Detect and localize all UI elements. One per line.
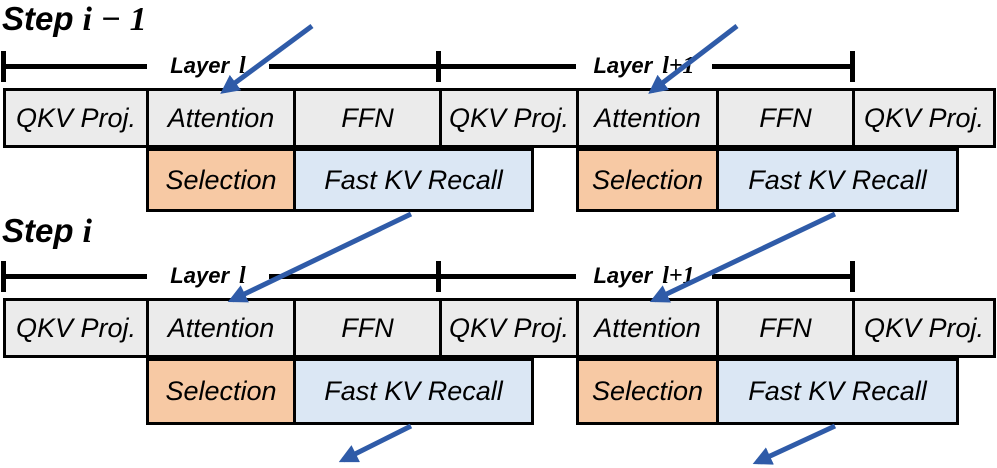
layer-label-index: l (239, 52, 246, 79)
layer-label-l1: Layer l+1 (576, 50, 712, 82)
block-qkv-proj: QKV Proj. (852, 88, 996, 148)
block-ffn: FFN (716, 298, 855, 358)
block-selection: Selection (576, 358, 719, 425)
block-selection: Selection (146, 148, 296, 212)
block-fast-kv-recall: Fast KV Recall (293, 148, 534, 212)
layer-label-word: Layer (593, 53, 653, 78)
layer-label-index: l+1 (662, 52, 695, 79)
block-qkv-proj: QKV Proj. (3, 298, 149, 358)
step-heading-index: i (82, 213, 92, 250)
block-selection: Selection (576, 148, 719, 212)
layer-label-word: Layer (170, 263, 230, 288)
step-heading-word: Step (2, 0, 74, 37)
step-heading-index: i − 1 (82, 1, 147, 38)
block-fast-kv-recall: Fast KV Recall (716, 358, 959, 425)
bracket-tick-mid (436, 51, 441, 82)
bracket-tick-left (1, 51, 6, 82)
bracket-tick-right (850, 261, 855, 292)
layer-label-index: l (239, 262, 246, 289)
block-qkv-proj: QKV Proj. (439, 298, 579, 358)
block-ffn: FFN (293, 88, 442, 148)
block-fast-kv-recall: Fast KV Recall (716, 148, 959, 212)
block-qkv-proj: QKV Proj. (3, 88, 149, 148)
bracket-tick-mid (436, 261, 441, 292)
block-attention: Attention (146, 298, 296, 358)
block-attention: Attention (576, 88, 719, 148)
block-ffn: FFN (716, 88, 855, 148)
block-ffn: FFN (293, 298, 442, 358)
block-selection: Selection (146, 358, 296, 425)
block-attention: Attention (576, 298, 719, 358)
outgoing-recall-arrow-layer-l1 (752, 423, 837, 465)
bracket-tick-left (1, 261, 6, 292)
block-qkv-proj: QKV Proj. (852, 298, 996, 358)
layer-label-l1: Layer l+1 (576, 260, 712, 292)
layer-bracket-line (6, 274, 853, 279)
block-attention: Attention (146, 88, 296, 148)
step-heading-word: Step (2, 212, 74, 249)
layer-label-index: l+1 (662, 262, 695, 289)
layer-label-word: Layer (593, 263, 653, 288)
layer-bracket-line (6, 64, 853, 69)
block-qkv-proj: QKV Proj. (439, 88, 579, 148)
block-fast-kv-recall: Fast KV Recall (293, 358, 534, 425)
layer-label-word: Layer (170, 53, 230, 78)
bracket-tick-right (850, 51, 855, 82)
outgoing-recall-arrow-layer-l (338, 423, 413, 463)
